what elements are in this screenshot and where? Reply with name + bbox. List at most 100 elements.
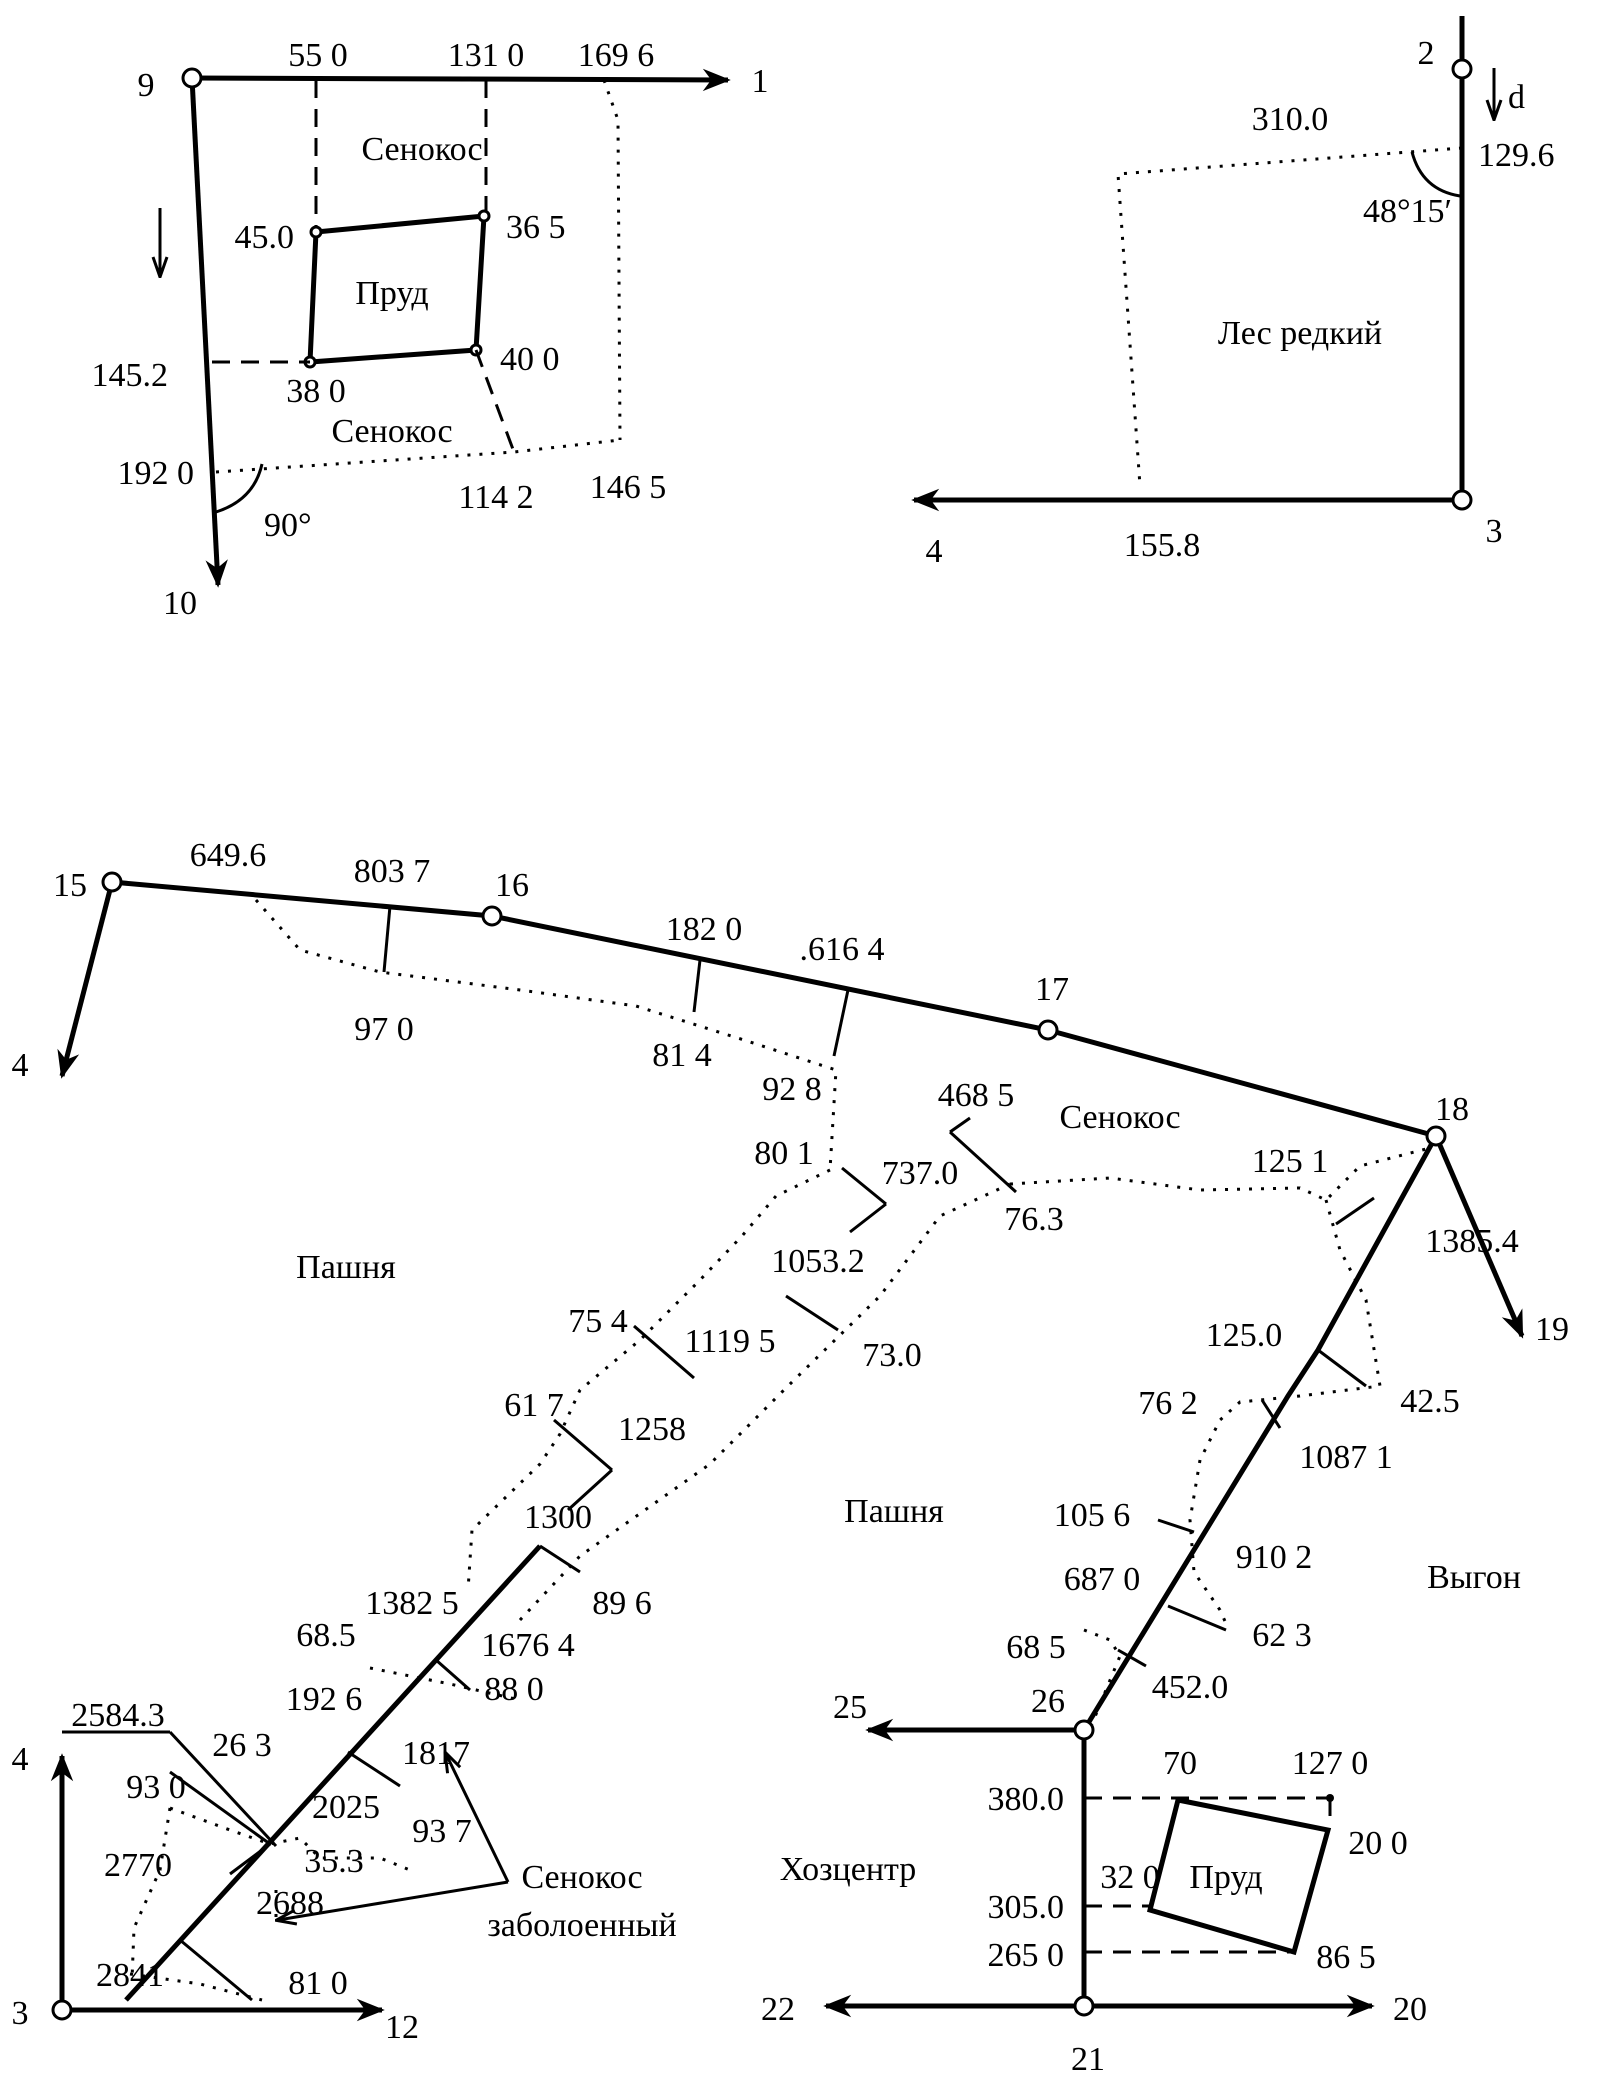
offset-label: 125.0: [1206, 1317, 1283, 1354]
offset-line: [539, 1544, 581, 1574]
offset-line: [692, 959, 702, 1013]
chainage-label: 131 0: [448, 37, 525, 74]
chainage-label: 1087 1: [1299, 1439, 1393, 1476]
offset-label: 45.0: [235, 219, 295, 256]
offset-line: [1260, 1399, 1282, 1429]
station-point: [1451, 58, 1473, 80]
offset-label: 92 8: [762, 1071, 822, 1108]
chainage-label: 649.6: [190, 837, 267, 874]
station-label: 9: [138, 67, 155, 104]
distance-label: 129.6: [1478, 137, 1555, 174]
chainage-label: 1053.2: [771, 1243, 865, 1280]
chainage-label: 182 0: [666, 911, 743, 948]
chainage-label: 169 6: [578, 37, 655, 74]
station-label: 4: [926, 533, 943, 570]
offset-line: [169, 1770, 271, 1846]
station-point: [101, 871, 123, 893]
station-label: 2: [1418, 35, 1435, 72]
pond-corner: [477, 209, 491, 223]
pond-outline: [1146, 1797, 1332, 1956]
offset-label: 93 0: [126, 1769, 186, 1806]
offset-label: 125 1: [1252, 1143, 1329, 1180]
boundary-line: [254, 899, 838, 1171]
chainage-label: 803 7: [354, 853, 431, 890]
boundary-line: [130, 1807, 172, 1981]
chainage-label: 687 0: [1064, 1561, 1141, 1598]
boundary-line: [1009, 1146, 1431, 1202]
figure-3-sketch: 15 16 17 18 19 4 26 25 21 22 20 3 4 12 6…: [12, 837, 1570, 2078]
pointer-arrow: [278, 1880, 509, 1920]
chainage-label: 1382 5: [365, 1585, 459, 1622]
area-label: Сенокос: [361, 131, 482, 168]
offset-line: [474, 349, 516, 453]
offset-label: 26 3: [212, 1727, 272, 1764]
offset-label: 68.5: [296, 1617, 356, 1654]
offset-label: 70: [1163, 1745, 1197, 1782]
traverse-line-9-10: [189, 77, 228, 588]
offset-label: 73.0: [862, 1337, 922, 1374]
offset-line: [832, 989, 850, 1057]
boundary-line: [518, 1182, 1011, 1622]
offset-label: 86 5: [1316, 1939, 1376, 1976]
traverse-line-15-4: [57, 881, 115, 1079]
chainage-label: 910 2: [1236, 1539, 1313, 1576]
offset-label: 80 1: [754, 1135, 814, 1172]
chainage-label: 2841: [96, 1957, 164, 1994]
offset-label: 88 0: [484, 1671, 544, 1708]
offset-line: [553, 1418, 613, 1472]
chainage-label: 2025: [312, 1789, 380, 1826]
offset-line: [179, 1938, 253, 2002]
area-label: Хозцентр: [780, 1851, 917, 1888]
station-label: 12: [385, 2009, 419, 2046]
station-label: 25: [833, 1689, 867, 1726]
offset-label: 81 4: [652, 1037, 712, 1074]
traverse-line-26-3: [124, 1544, 542, 2002]
figure-1-sketch: 9 1 10 55 0 131 0 169 6 Сенокос Пруд Сен…: [92, 37, 769, 622]
offset-label: 468 5: [938, 1077, 1015, 1114]
station-label: 18: [1435, 1091, 1469, 1128]
offset-line: [633, 1324, 695, 1380]
area-label: Лес редкий: [1218, 315, 1382, 352]
offset-line: [849, 1202, 887, 1234]
offset-label: 61 7: [504, 1387, 564, 1424]
offset-line: [168, 1730, 278, 1848]
offset-line: [841, 1166, 887, 1206]
distance-label: 155.8: [1124, 527, 1201, 564]
traverse-line-18-26: [1081, 1134, 1439, 1732]
station-point: [1425, 1125, 1447, 1147]
offset-label: 62 3: [1252, 1617, 1312, 1654]
offset-label: 36 5: [506, 209, 566, 246]
chainage-label: 452.0: [1152, 1669, 1229, 1706]
offset-label: 76.3: [1004, 1201, 1064, 1238]
offset-line: [435, 1658, 471, 1692]
offset-label: 20 0: [1348, 1825, 1408, 1862]
offset-line: [1167, 1604, 1227, 1632]
station-label: 4: [12, 1047, 29, 1084]
station-label: 16: [495, 867, 529, 904]
offset-label: 75 4: [568, 1303, 628, 1340]
area-label: Выгон: [1427, 1559, 1521, 1596]
station-point: [1451, 489, 1473, 511]
offset-label: 40 0: [500, 341, 560, 378]
chainage-label: 1258: [618, 1411, 686, 1448]
chainage-label: 380.0: [988, 1781, 1065, 1818]
area-label: Сенокос: [1059, 1099, 1180, 1136]
area-label: Пруд: [1189, 1859, 1262, 1896]
chainage-label: 146 5: [590, 469, 667, 506]
area-label: Сенокос: [521, 1859, 642, 1896]
area-label: заболоенный: [487, 1907, 676, 1944]
offset-label: 76 2: [1138, 1385, 1198, 1422]
offset-label: 35.3: [304, 1843, 364, 1880]
station-label: 10: [163, 585, 197, 622]
chainage-label: 1385.4: [1425, 1223, 1519, 1260]
chainage-label: 1676 4: [481, 1627, 575, 1664]
area-label: Пашня: [844, 1493, 944, 1530]
offset-label: 32 0: [1100, 1859, 1160, 1896]
offset-label: 105 6: [1054, 1497, 1131, 1534]
station-point: [181, 67, 203, 89]
area-label: Пашня: [296, 1249, 396, 1286]
offset-label: 89 6: [592, 1585, 652, 1622]
boundary-line: [602, 79, 622, 441]
offset-line: [1335, 1196, 1375, 1226]
distance-label: 310.0: [1252, 101, 1329, 138]
